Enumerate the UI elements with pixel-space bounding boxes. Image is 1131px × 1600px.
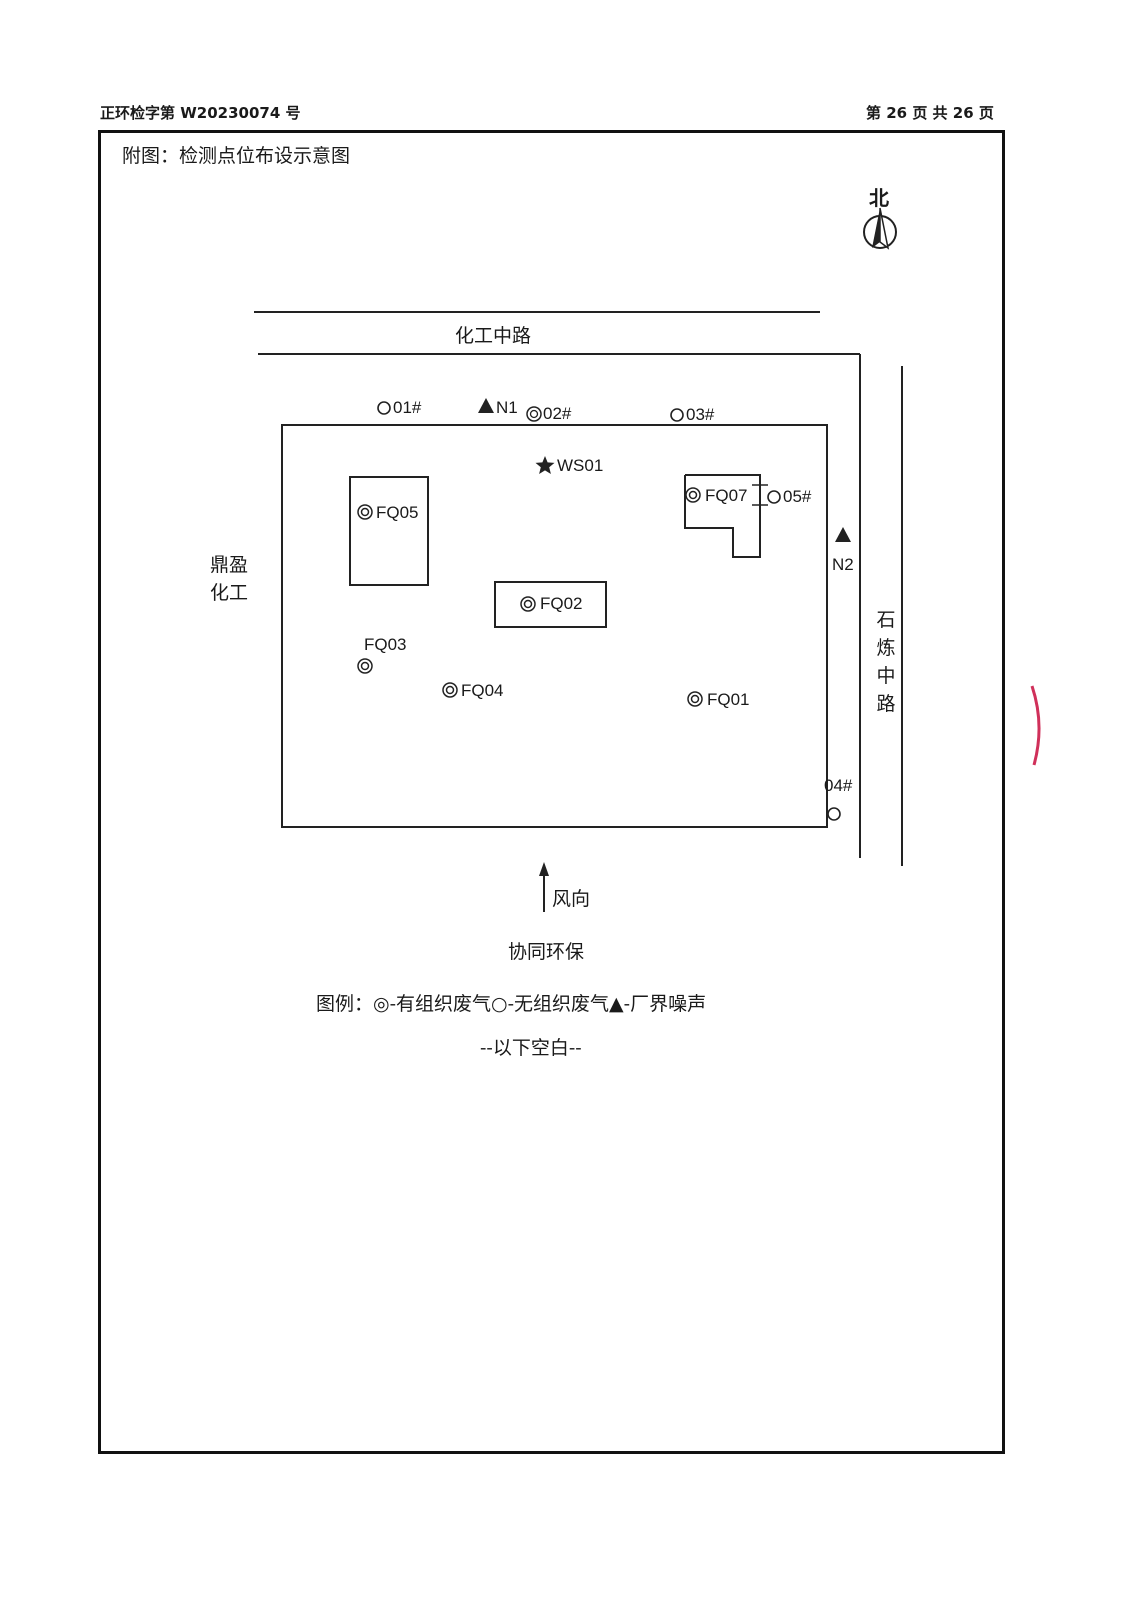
legend-noise-icon: ▲: [609, 993, 624, 1015]
point-01-label: 01#: [393, 398, 422, 417]
road-north-label: 化工中路: [455, 325, 532, 347]
fq07-label: FQ07: [705, 486, 748, 505]
neighbor-west-label: 鼎盈 化工: [210, 554, 249, 604]
north-label: 北: [869, 186, 889, 210]
figure-frame: [98, 130, 1005, 1454]
legend-unorganized-icon: ○: [491, 993, 508, 1015]
fq02-icon: [520, 596, 536, 612]
point-04-label: 04#: [824, 776, 853, 795]
point-05-label: 05#: [783, 487, 812, 506]
point-03-icon: [670, 408, 684, 422]
wind-label: 风向: [552, 888, 591, 910]
legend-prefix: 图例：: [316, 993, 374, 1015]
legend-unorganized: -无组织废气: [507, 993, 610, 1015]
point-05-icon: [767, 490, 781, 504]
fq03-label: FQ03: [364, 635, 407, 654]
figure-caption: 附图：检测点位布设示意图: [122, 145, 351, 167]
noise-n1-label: N1: [496, 398, 518, 417]
wind-arrow-head: [539, 862, 549, 876]
fq02-label: FQ02: [540, 594, 583, 613]
point-04-icon: [827, 807, 841, 821]
point-01-icon: [377, 401, 391, 415]
building-fq02: [494, 581, 607, 628]
noise-n2-icon: [835, 527, 851, 542]
fq01-label: FQ01: [707, 690, 750, 709]
report-number: 正环检字第 W20230074 号: [100, 104, 301, 122]
building-fq05: [349, 476, 429, 586]
ws01-star-icon: [535, 456, 555, 474]
legend-noise: -厂界噪声: [623, 993, 707, 1015]
north-arrow-icon: [863, 207, 897, 250]
noise-n1-icon: [478, 398, 494, 413]
plant-boundary: [281, 424, 828, 828]
point-02-icon: [526, 406, 542, 422]
point-03-label: 03#: [686, 405, 715, 424]
fq03-icon: [357, 658, 373, 674]
ws01-label: WS01: [557, 456, 604, 475]
fq04-label: FQ04: [461, 681, 504, 700]
margin-mark: [1030, 685, 1041, 766]
fq07-icon: [685, 487, 701, 503]
building-fq07: [684, 474, 761, 558]
end-note: --以下空白--: [480, 1037, 582, 1059]
neighbor-south-label: 协同环保: [508, 941, 585, 963]
legend-organized: -有组织废气: [389, 993, 492, 1015]
road-east-label: 石 炼 中 路: [876, 609, 896, 715]
fq05-icon: [357, 504, 373, 520]
legend-organized-icon: ◎: [373, 993, 390, 1015]
fq01-icon: [687, 691, 703, 707]
fq05-label: FQ05: [376, 503, 419, 522]
noise-n2-label: N2: [832, 555, 854, 574]
legend: 图例：◎-有组织废气○-无组织废气▲-厂界噪声: [316, 989, 706, 1016]
fq04-icon: [442, 682, 458, 698]
point-02-label: 02#: [543, 404, 572, 423]
page-info: 第 26 页 共 26 页: [866, 104, 994, 122]
